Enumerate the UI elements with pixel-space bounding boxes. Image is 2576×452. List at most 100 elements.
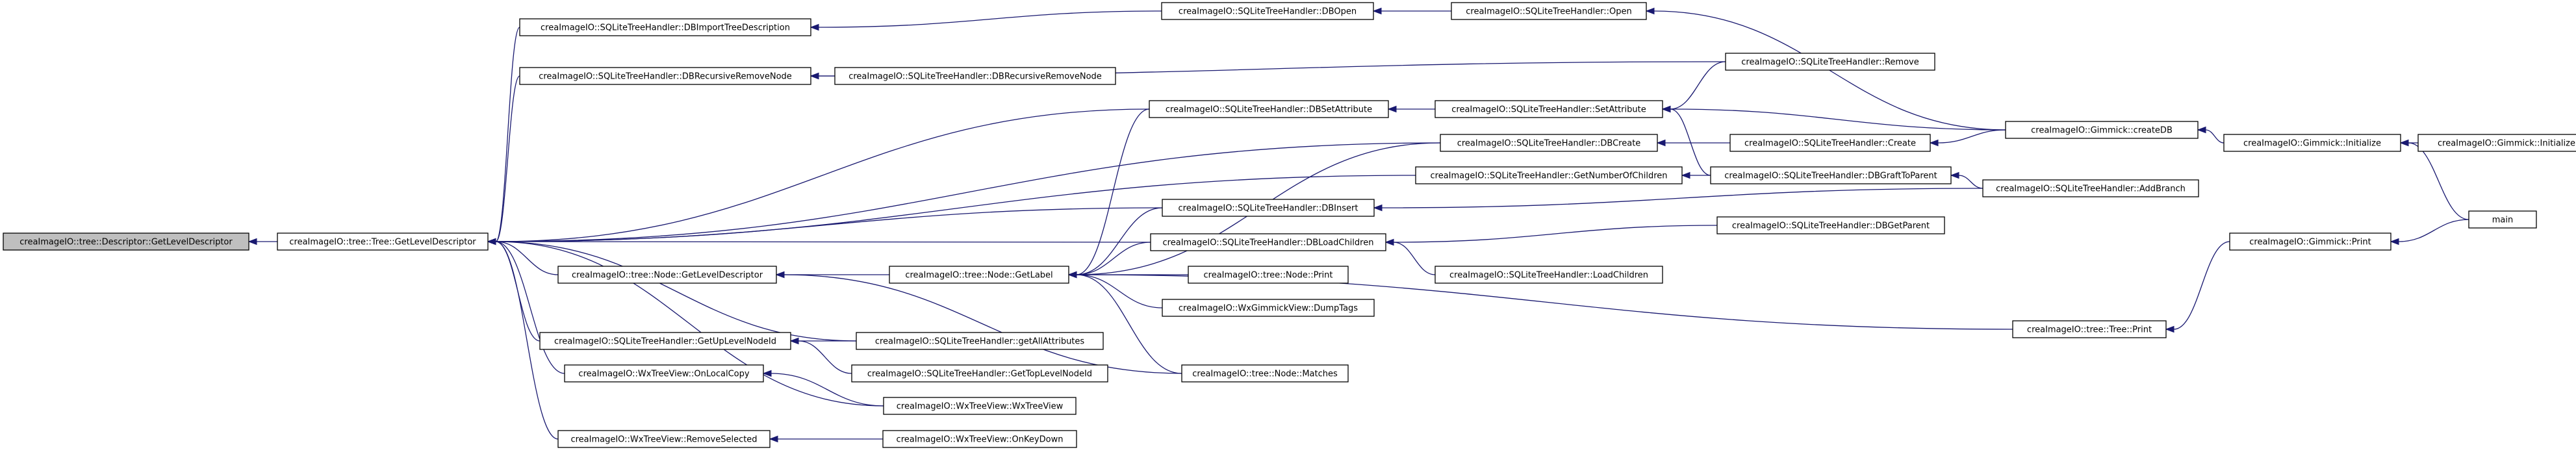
graph-node[interactable]: creaImageIO::SQLiteTreeHandler::Remove [1725, 53, 1935, 71]
graph-node[interactable]: creaImageIO::SQLiteTreeHandler::DBInsert [1162, 199, 1375, 217]
edge-line [1393, 225, 1718, 243]
graph-node[interactable]: creaImageIO::WxTreeView::RemoveSelected [557, 430, 771, 448]
node-label: creaImageIO::tree::Node::GetLevelDescrip… [572, 271, 763, 281]
edge-line [1670, 108, 2006, 131]
graph-node[interactable]: creaImageIO::Gimmick::Initialize [2417, 134, 2576, 152]
root-node[interactable]: creaImageIO::tree::Descriptor::GetLevelD… [3, 232, 249, 251]
node-box [519, 18, 811, 36]
edge-n23-to-n1 [487, 238, 559, 275]
node-label: creaImageIO::SQLiteTreeHandler::DBLoadCh… [1163, 238, 1374, 248]
node-label: creaImageIO::SQLiteTreeHandler::GetTopLe… [867, 370, 1092, 379]
edge-arrowhead [487, 238, 496, 245]
node-box [1162, 199, 1375, 217]
graph-node[interactable]: creaImageIO::SQLiteTreeHandler::DBGraftT… [1710, 166, 1952, 184]
graph-node[interactable]: creaImageIO::tree::Node::GetLabel [889, 266, 1069, 284]
graph-node[interactable]: creaImageIO::SQLiteTreeHandler::DBImport… [519, 18, 811, 36]
node-box [1435, 266, 1663, 284]
graph-node[interactable]: creaImageIO::tree::Node::Print [1188, 266, 1349, 284]
node-box [1435, 100, 1663, 118]
graph-node[interactable]: creaImageIO::SQLiteTreeHandler::DBRecurs… [834, 67, 1116, 85]
node-box [539, 332, 791, 350]
edge-line [2398, 219, 2469, 242]
node-box [2005, 121, 2199, 139]
edge-n6-to-n5 [1372, 7, 1451, 15]
edge-arrowhead [762, 370, 772, 377]
edge-n22-to-n28 [2165, 241, 2230, 333]
graph-node[interactable]: creaImageIO::SQLiteTreeHandler::DBGetPar… [1716, 216, 1945, 234]
edge-arrowhead [2390, 238, 2399, 245]
edge-n10-to-n14 [1929, 129, 2006, 147]
node-box [564, 364, 764, 383]
graph-node[interactable]: creaImageIO::SQLiteTreeHandler::DBOpen [1161, 2, 1374, 20]
graph-node[interactable]: main [2468, 210, 2537, 229]
node-label: creaImageIO::SQLiteTreeHandler::DBGetPar… [1732, 221, 1930, 231]
graph-node[interactable]: creaImageIO::tree::Node::Matches [1181, 364, 1349, 383]
node-label: creaImageIO::WxTreeView::RemoveSelected [570, 435, 757, 445]
edge-arrowhead [248, 238, 257, 245]
graph-node[interactable]: creaImageIO::SQLiteTreeHandler::GetUpLev… [539, 332, 791, 350]
edge-line [1076, 207, 1163, 275]
graph-node[interactable]: creaImageIO::WxGimmickView::DumpTags [1162, 299, 1375, 317]
graph-node[interactable]: creaImageIO::WxTreeView::OnKeyDown [882, 430, 1077, 448]
edge-line [1076, 274, 1163, 308]
node-label: creaImageIO::SQLiteTreeHandler::Remove [1741, 58, 1919, 68]
graph-node[interactable]: creaImageIO::tree::Tree::GetLevelDescrip… [277, 232, 489, 251]
node-label: creaImageIO::SQLiteTreeHandler::DBOpen [1179, 7, 1357, 17]
graph-node[interactable]: creaImageIO::Gimmick::createDB [2005, 121, 2199, 139]
graph-node[interactable]: creaImageIO::SQLiteTreeHandler::Create [1729, 134, 1931, 152]
node-box [882, 430, 1077, 448]
graph-node[interactable]: creaImageIO::SQLiteTreeHandler::getAllAt… [856, 332, 1104, 350]
edge-line [1670, 61, 1726, 110]
edge-arrowhead [2165, 325, 2174, 333]
edge-n18-to-n16 [1950, 171, 1983, 189]
edge-arrowhead [2197, 126, 2206, 134]
node-label: creaImageIO::Gimmick::createDB [2031, 126, 2173, 136]
graph-node[interactable]: creaImageIO::SQLiteTreeHandler::GetNumbe… [1415, 166, 1683, 184]
graph-node[interactable]: creaImageIO::Gimmick::Print [2229, 232, 2391, 251]
graph-node[interactable]: creaImageIO::SQLiteTreeHandler::SetAttri… [1435, 100, 1663, 118]
graph-node[interactable]: creaImageIO::SQLiteTreeHandler::DBSetAtt… [1149, 100, 1389, 118]
graph-node[interactable]: creaImageIO::SQLiteTreeHandler::LoadChil… [1435, 266, 1663, 284]
graph-node[interactable]: creaImageIO::WxTreeView::OnLocalCopy [564, 364, 764, 383]
node-box [1710, 166, 1952, 184]
node-label: creaImageIO::SQLiteTreeHandler::DBRecurs… [539, 72, 792, 82]
graph-node[interactable]: creaImageIO::WxTreeView::WxTreeView [883, 397, 1077, 415]
edge-n10-to-n9 [1661, 105, 2006, 131]
edge-line [1076, 274, 1182, 374]
edge-n16-to-n9 [1661, 105, 1711, 176]
node-box [2468, 210, 2537, 229]
node-box [883, 397, 1077, 415]
node-box [1982, 179, 2199, 197]
edge-arrowhead [789, 337, 799, 345]
edge-n21-to-n20 [1384, 225, 1718, 246]
graph-node[interactable]: creaImageIO::SQLiteTreeHandler::DBRecurs… [519, 67, 811, 85]
edge-arrowhead [1929, 139, 1939, 147]
node-label: creaImageIO::WxTreeView::OnKeyDown [897, 435, 1064, 445]
node-box [1415, 166, 1683, 184]
graph-node[interactable]: creaImageIO::SQLiteTreeHandler::AddBranc… [1982, 179, 2199, 197]
edge-arrowhead [775, 271, 785, 279]
edge-line [818, 10, 1162, 28]
edge-n31-to-n23 [775, 271, 1182, 374]
edge-line [1076, 108, 1150, 275]
graph-node[interactable]: creaImageIO::SQLiteTreeHandler::DBCreate [1440, 134, 1658, 152]
graph-node[interactable]: creaImageIO::SQLiteTreeHandler::DBLoadCh… [1150, 233, 1386, 251]
graph-node[interactable]: creaImageIO::SQLiteTreeHandler::Open [1451, 2, 1647, 20]
edge-n32-to-n1 [487, 238, 565, 374]
graph-node[interactable]: creaImageIO::Gimmick::Initialize [2223, 134, 2401, 152]
node-label: creaImageIO::SQLiteTreeHandler::DBGraftT… [1724, 171, 1937, 181]
edge-arrowhead [1661, 105, 1671, 113]
node-label: creaImageIO::SQLiteTreeHandler::DBRecurs… [848, 72, 1102, 82]
graph-node[interactable]: creaImageIO::tree::Node::GetLevelDescrip… [557, 266, 777, 284]
graph-node[interactable]: creaImageIO::SQLiteTreeHandler::GetTopLe… [851, 364, 1108, 383]
node-box [2417, 134, 2576, 152]
graph-node[interactable]: creaImageIO::tree::Tree::Print [2012, 320, 2167, 338]
edge-line [1393, 242, 1436, 275]
edge-n17-to-n24 [1067, 207, 1163, 279]
edge-line [495, 241, 884, 407]
edge-line [1670, 108, 1711, 176]
node-label: creaImageIO::tree::Node::Matches [1192, 370, 1338, 379]
node-box [1162, 299, 1375, 317]
edge-arrowhead [1387, 105, 1397, 113]
